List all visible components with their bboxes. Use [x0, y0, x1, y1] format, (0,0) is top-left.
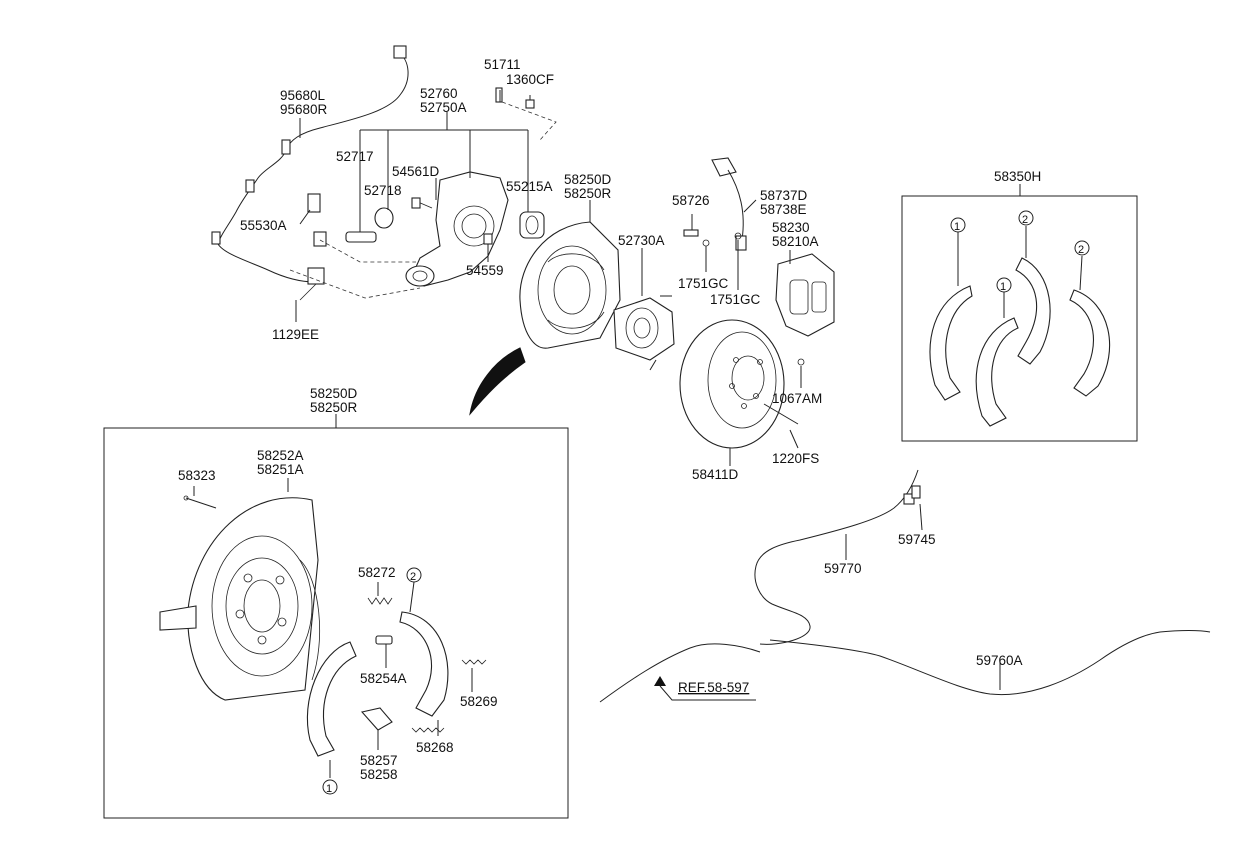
parking-brake-cable — [599, 469, 1211, 703]
label-58738E: 58738E — [760, 202, 807, 217]
label-58726: 58726 — [672, 193, 710, 208]
backing-plate-top — [469, 200, 621, 416]
label-58250D-box: 58250D — [310, 386, 358, 401]
label-58254A: 58254A — [360, 671, 407, 686]
label-51711: 51711 — [484, 57, 521, 72]
label-54561D: 54561D — [392, 164, 440, 179]
backing-plate-box — [103, 414, 569, 819]
label-95680L: 95680L — [280, 88, 326, 103]
label-58269: 58269 — [460, 694, 498, 709]
label-58350H: 58350H — [994, 169, 1041, 184]
label-1360CF: 1360CF — [506, 72, 554, 87]
label-58252A: 58252A — [257, 448, 304, 463]
part-number-labels: 95680L 95680R 52760 52750A 51711 1360CF … — [178, 57, 1041, 782]
label-58251A: 58251A — [257, 462, 304, 477]
brake-disc — [679, 319, 805, 466]
abs-sensor-wire — [211, 45, 409, 301]
label-59760A: 59760A — [976, 653, 1023, 668]
brake-caliper — [775, 250, 835, 337]
label-52760: 52760 — [420, 86, 458, 101]
hub-bearing — [613, 248, 675, 371]
brake-hose — [683, 157, 757, 290]
label-58272: 58272 — [358, 565, 396, 580]
label-58411D: 58411D — [692, 467, 739, 482]
label-1067AM: 1067AM — [772, 391, 822, 406]
label-58250R-top: 58250R — [564, 186, 612, 201]
label-59770: 59770 — [824, 561, 862, 576]
label-58258: 58258 — [360, 767, 398, 782]
callout-1-box: 1 — [326, 783, 332, 795]
label-58257: 58257 — [360, 753, 398, 768]
callout-2-a: 2 — [1022, 214, 1028, 226]
label-58323: 58323 — [178, 468, 216, 483]
label-1751GC-b: 1751GC — [710, 292, 761, 307]
label-58250R-box: 58250R — [310, 400, 358, 415]
label-54559: 54559 — [466, 263, 504, 278]
label-58737D: 58737D — [760, 188, 808, 203]
label-95680R: 95680R — [280, 102, 328, 117]
callout-1-a: 1 — [954, 221, 960, 233]
label-59745: 59745 — [898, 532, 936, 547]
label-58268: 58268 — [416, 740, 454, 755]
callout-2-box: 2 — [410, 571, 416, 583]
label-55530A: 55530A — [240, 218, 287, 233]
label-1751GC-a: 1751GC — [678, 276, 729, 291]
label-52750A: 52750A — [420, 100, 467, 115]
label-52730A: 52730A — [618, 233, 665, 248]
shoe-kit-box — [901, 184, 1138, 442]
callout-circles: 2 1 1 1 2 2 — [322, 210, 1090, 795]
label-58210A: 58210A — [772, 234, 819, 249]
label-58250D-top: 58250D — [564, 172, 612, 187]
label-1220FS: 1220FS — [772, 451, 819, 466]
label-52717: 52717 — [336, 149, 374, 164]
knuckle-assembly — [289, 87, 557, 322]
label-58230: 58230 — [772, 220, 810, 235]
callout-2-b: 2 — [1078, 244, 1084, 256]
label-1129EE: 1129EE — [272, 327, 319, 342]
callout-1-b: 1 — [1000, 281, 1006, 293]
label-52718: 52718 — [364, 183, 402, 198]
label-55215A: 55215A — [506, 179, 553, 194]
label-ref-58-597: REF.58-597 — [678, 680, 749, 695]
